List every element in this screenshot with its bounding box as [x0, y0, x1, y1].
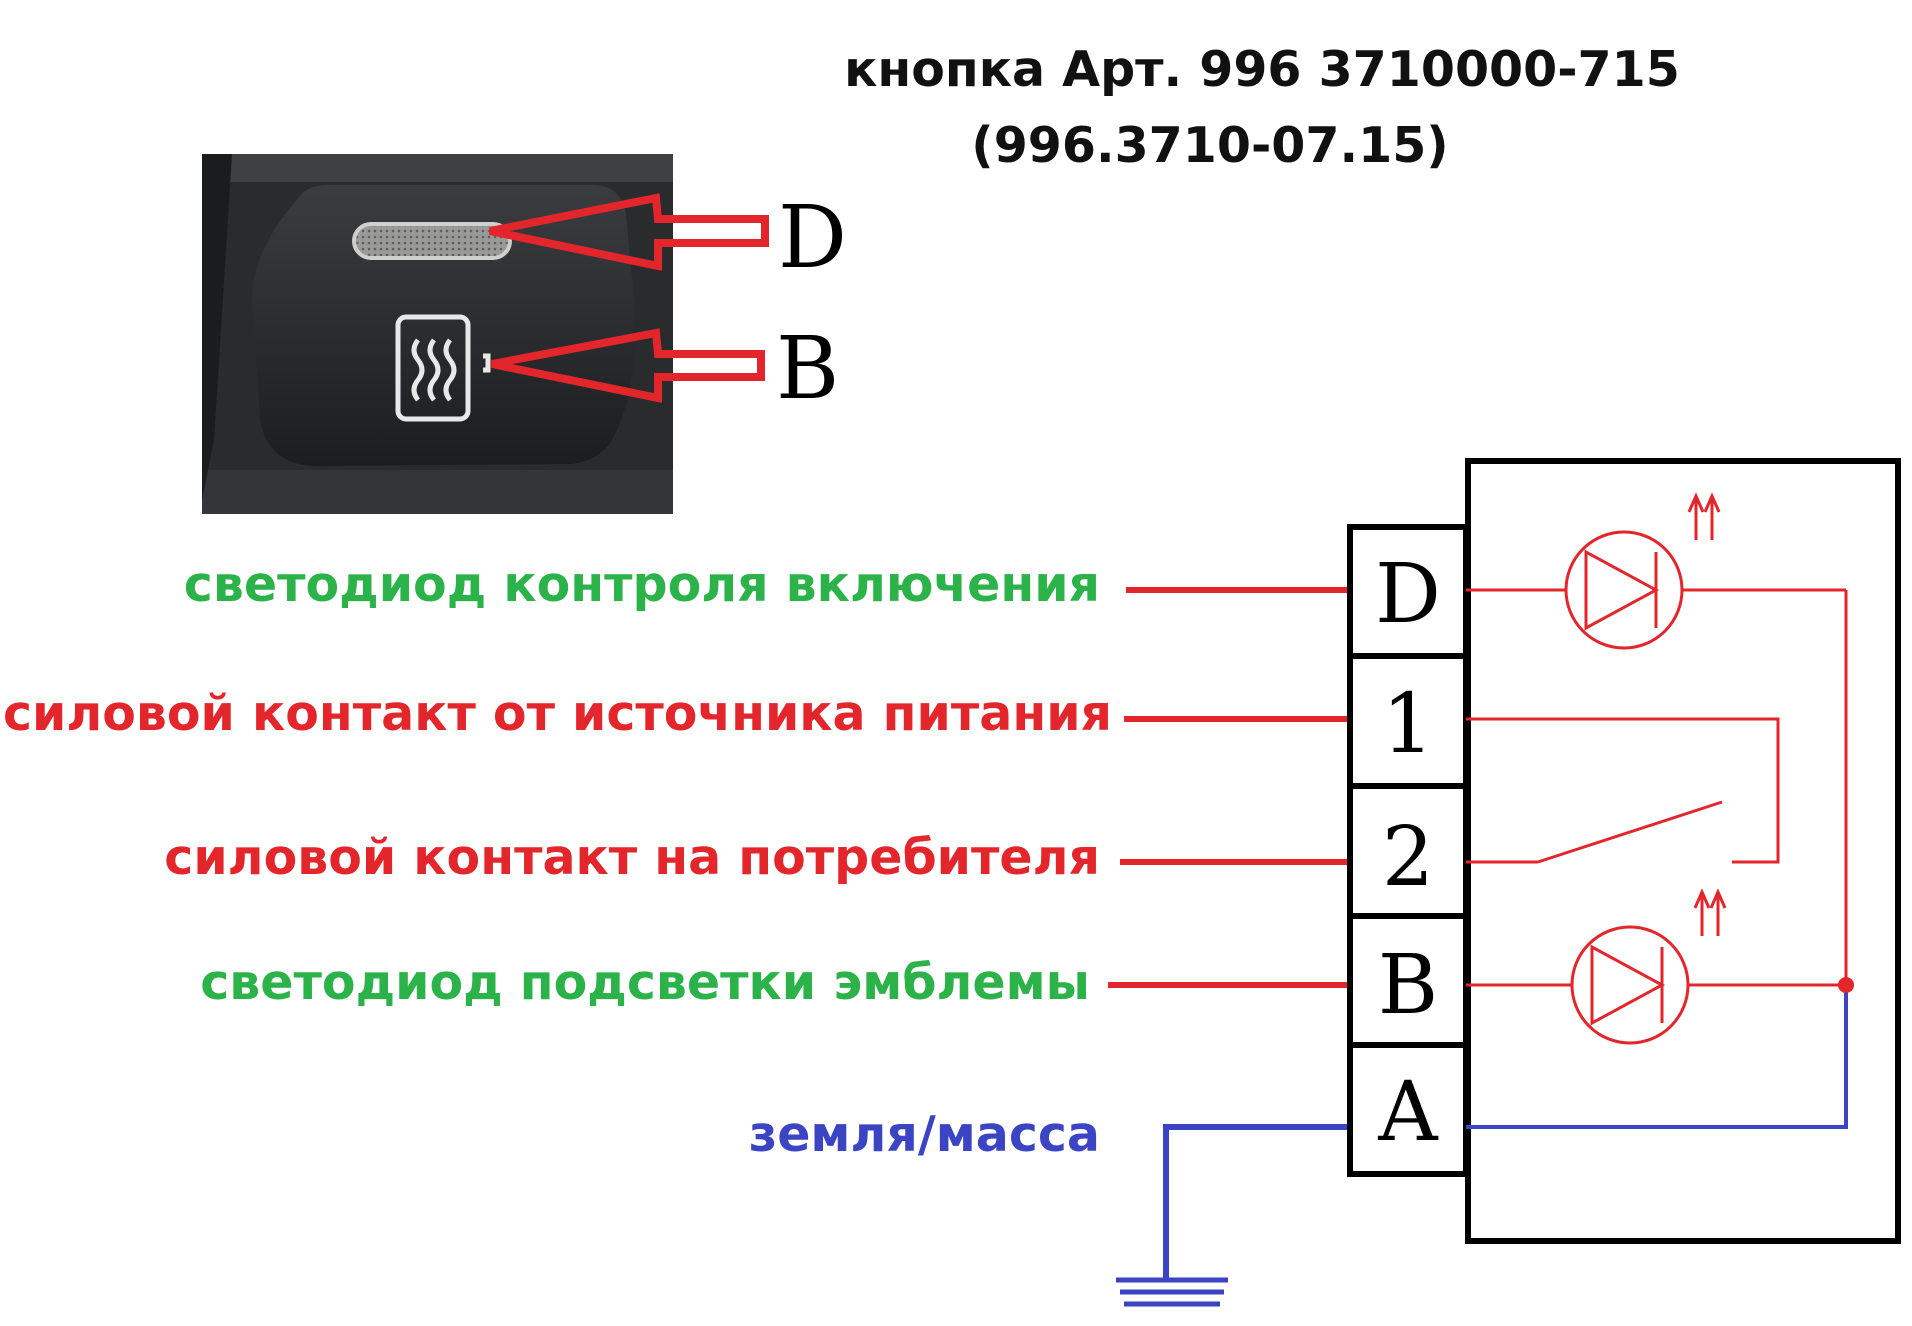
- indicator-led-window: [352, 222, 512, 260]
- pin-label-d: D: [1375, 547, 1441, 642]
- label-power-output: силовой контакт на потребителя: [164, 829, 1100, 886]
- pin-label-2: 2: [1382, 810, 1434, 905]
- title-line-2: (996.3710-07.15): [971, 117, 1448, 174]
- pin-block-2: 2: [1347, 783, 1469, 919]
- switch-housing: [1465, 458, 1901, 1244]
- pin-block-1: 1: [1347, 653, 1469, 789]
- pin-block-a: A: [1347, 1042, 1469, 1177]
- ground-wire: [1163, 1124, 1348, 1280]
- switch-lever-icon: [1537, 800, 1723, 864]
- light-emission-d-icon: [1687, 492, 1721, 540]
- callout-label-d: D: [778, 188, 847, 288]
- pin-block-b: B: [1347, 913, 1469, 1048]
- led-b-icon: [1570, 925, 1690, 1045]
- input-wires: [1108, 587, 1348, 988]
- pin-label-a: A: [1377, 1065, 1439, 1160]
- button-cap: [252, 185, 636, 466]
- light-emission-b-icon: [1693, 888, 1727, 936]
- pin-block-d: D: [1347, 524, 1469, 659]
- callout-label-b: B: [776, 319, 839, 419]
- label-led-emblem: светодиод подсветки эмблемы: [200, 954, 1090, 1011]
- ground-icon: [1116, 1277, 1228, 1307]
- title-line-1: кнопка Арт. 996 3710000-715: [844, 41, 1680, 98]
- pin-label-1: 1: [1382, 677, 1434, 772]
- internal-circuit: [1466, 492, 1848, 1045]
- pin-label-b: B: [1378, 938, 1438, 1033]
- ground-return: [1466, 985, 1848, 1129]
- led-d-icon: [1564, 530, 1684, 650]
- label-led-indicator: светодиод контроля включения: [184, 556, 1100, 613]
- callout-arrow-b: [491, 328, 765, 403]
- power-contact-line: [1466, 717, 1780, 864]
- rear-window-heater-icon: [395, 314, 491, 422]
- callout-arrow-d: [489, 193, 769, 271]
- junction-dot: [1838, 977, 1854, 993]
- label-ground: земля/масса: [749, 1106, 1100, 1163]
- label-power-input: силовой контакт от источника питания: [3, 685, 1112, 742]
